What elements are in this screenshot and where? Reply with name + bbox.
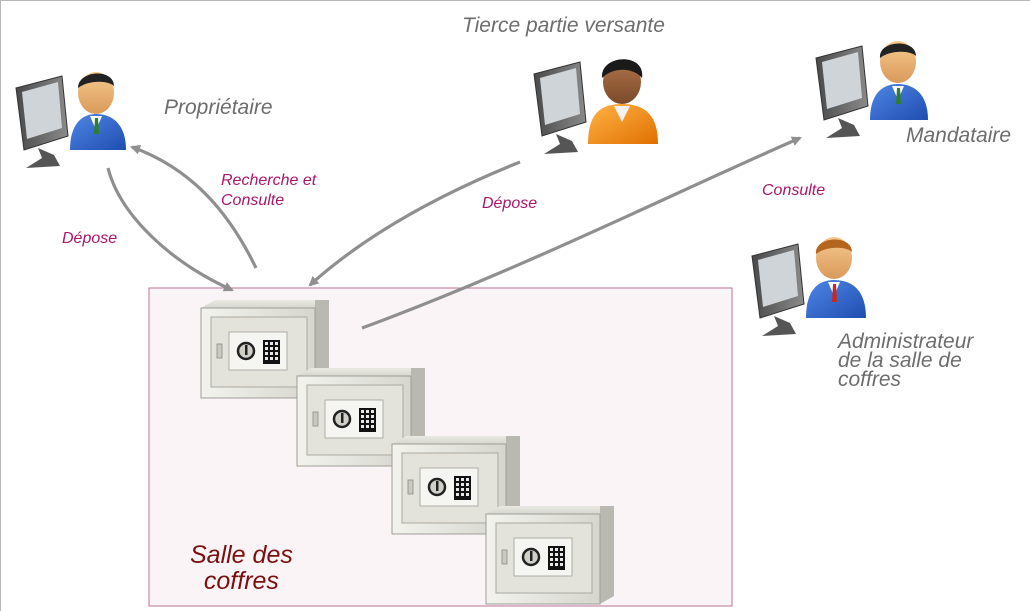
admin-label-line-3: coffres [838,368,902,391]
arrow-mandataire-consulte [361,136,802,330]
room-label-line-1: Salle des [190,541,293,569]
computer-user-icon [15,72,126,168]
computer-user-icon [751,237,866,336]
vault-room-label: Salle des coffres [190,542,293,594]
actor-label-tierce-partie: Tierce partie versante [462,14,665,37]
relation-label-depose-tierce: Dépose [482,195,538,212]
admin-label-line-2: de la salle de [838,349,962,372]
recherche-line-2: Consulte [221,192,285,209]
computer-user-icon [533,59,658,154]
safe-icon [485,506,614,605]
room-label-line-2: coffres [203,567,279,595]
relation-label-consulte: Consulte [762,182,826,199]
recherche-line-1: Recherche et [221,172,317,189]
actor-label-mandataire: Mandataire [906,124,1012,147]
relation-label-depose-proprietaire: Dépose [62,230,118,247]
actor-label-administrateur: Administrateur de la salle de coffres [838,330,974,391]
arrow-tierce-depose [308,160,521,287]
relation-label-recherche-consulte: Recherche et Consulte [221,171,316,211]
safe-icon [200,300,329,399]
safe-icon [391,436,520,535]
computer-user-icon [815,41,928,138]
actor-label-proprietaire: Propriétaire [164,96,273,119]
arrow-proprietaire-depose [106,167,234,292]
admin-label-line-1: Administrateur [838,330,974,353]
arrow-recherche-consulte [130,145,258,269]
